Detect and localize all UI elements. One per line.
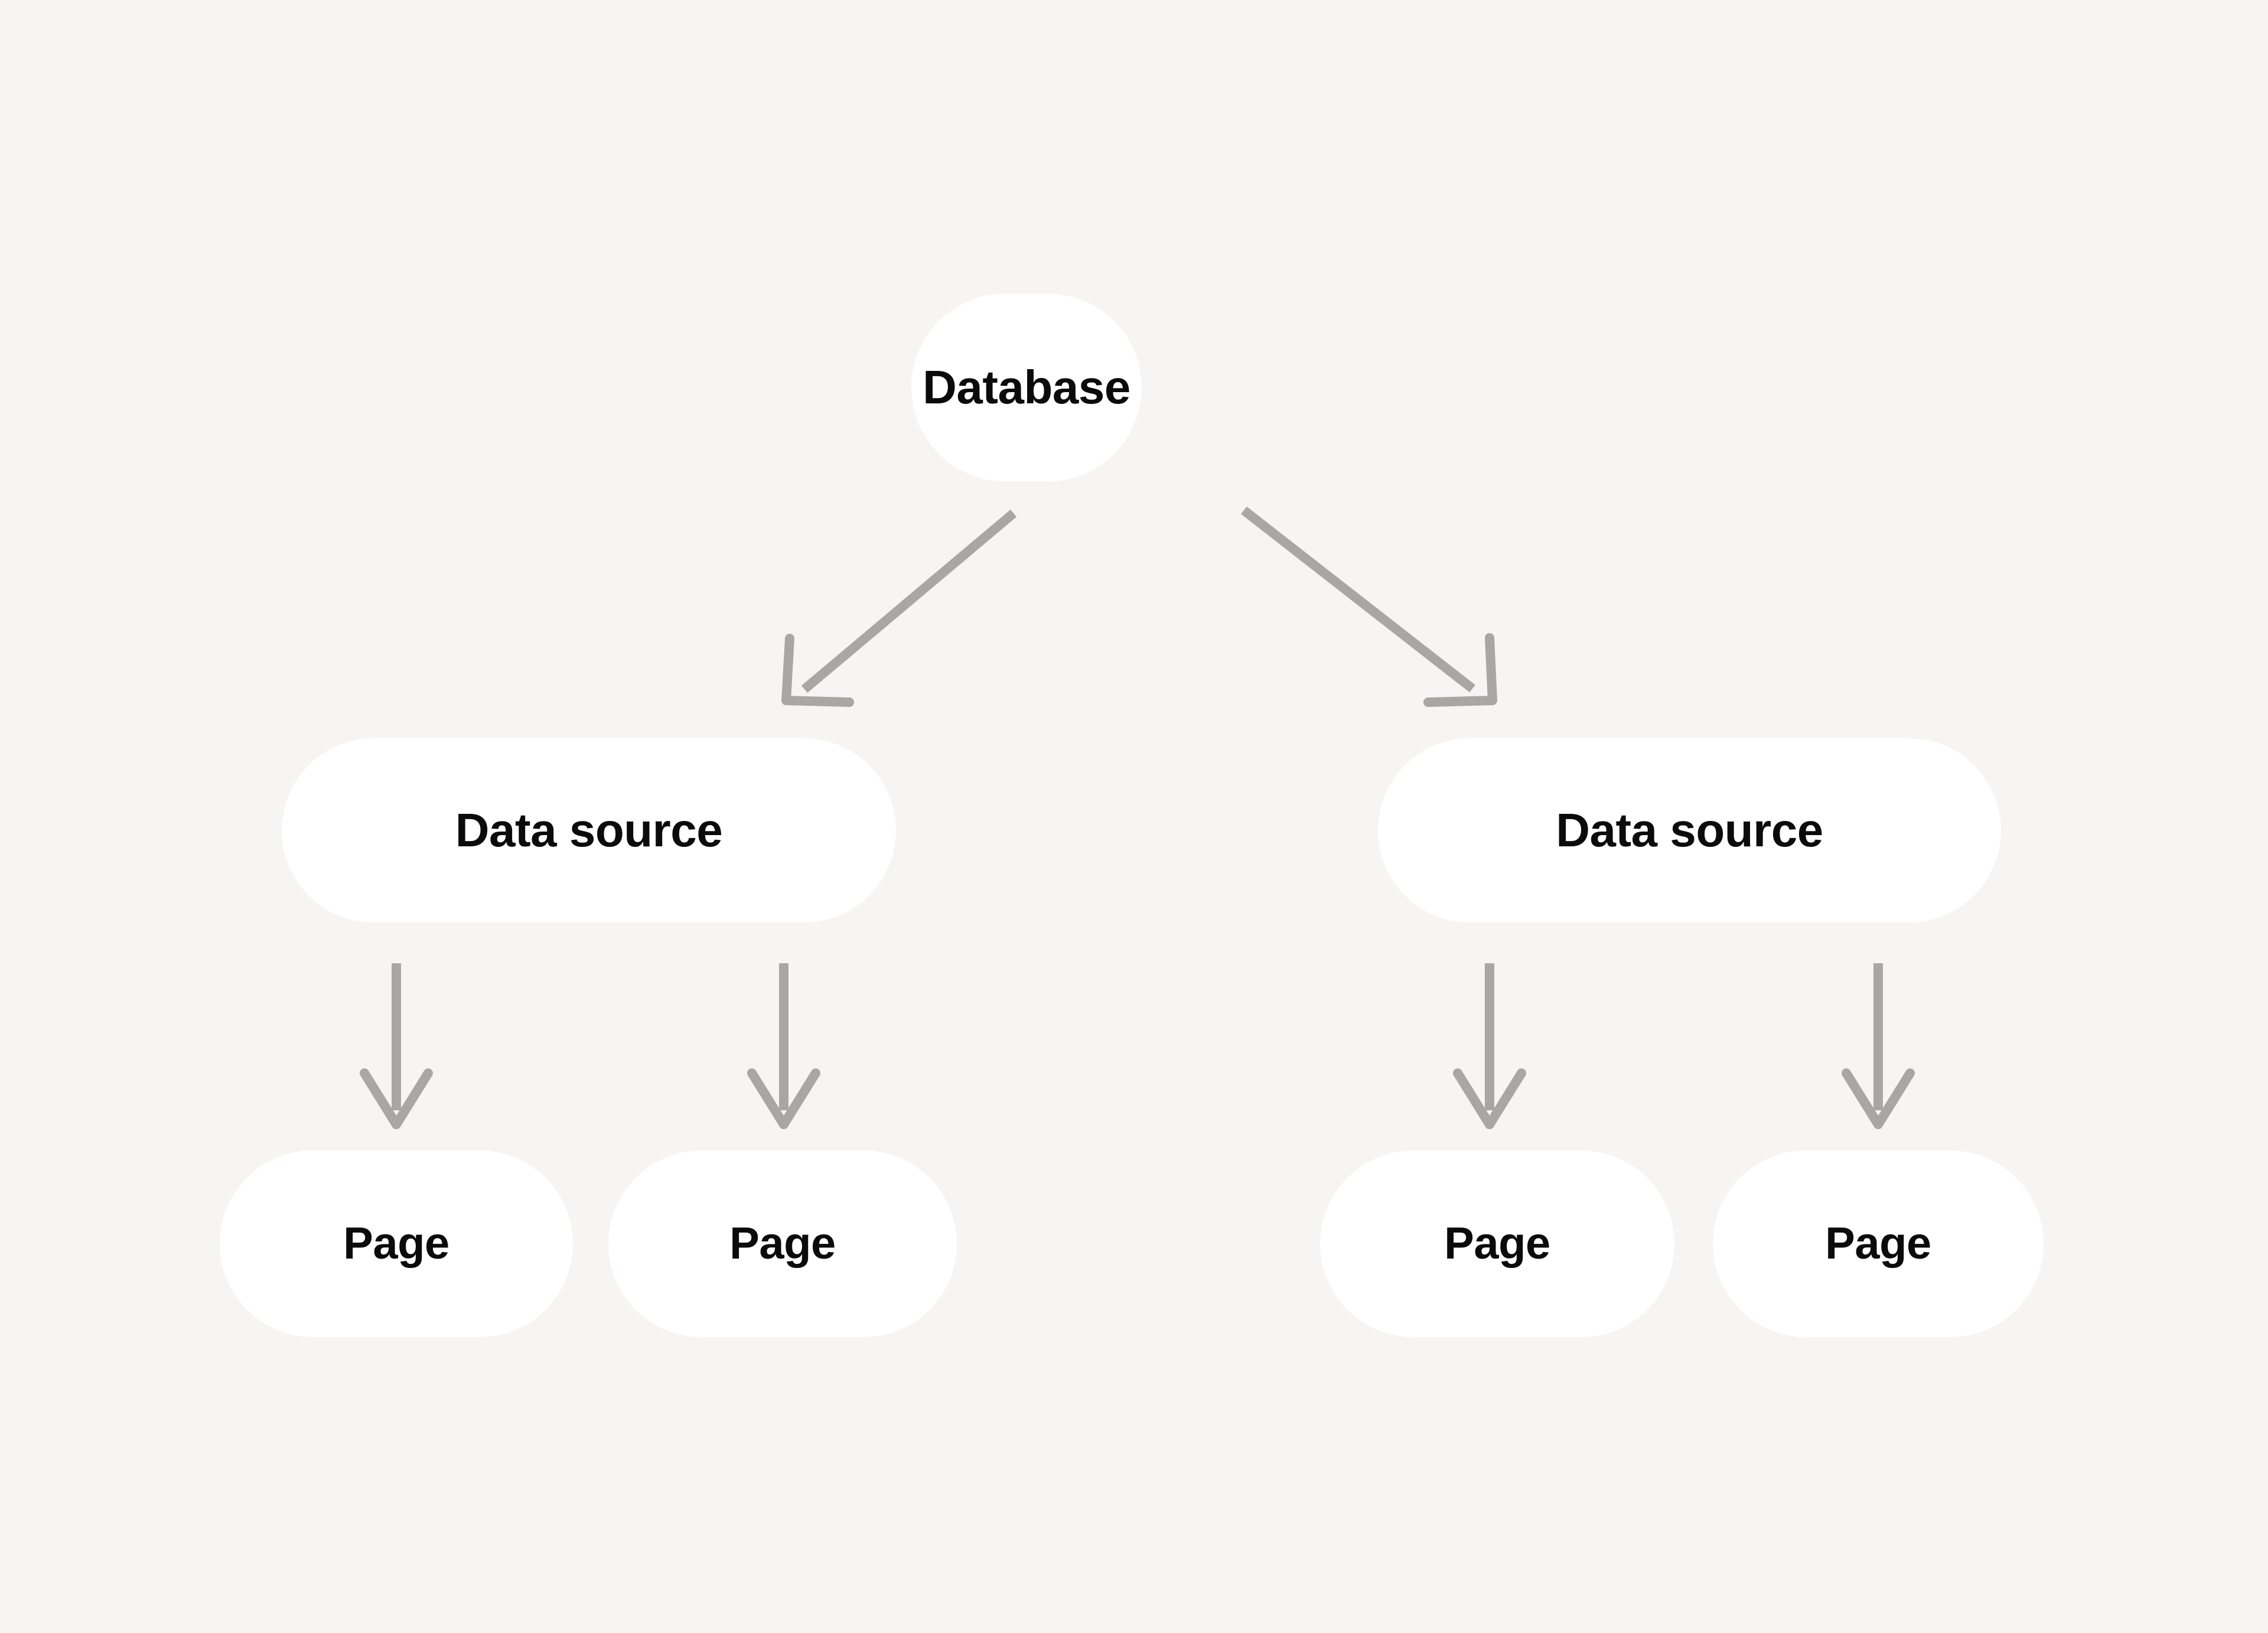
edge-database-to-datasource-1 [781, 509, 1017, 707]
edge-datasource-2-to-page-4 [1842, 963, 1915, 1129]
node-data-source-1-label: Data source [455, 804, 723, 856]
node-page-1[interactable]: Page [220, 1150, 573, 1337]
node-page-4-label: Page [1825, 1218, 1931, 1269]
node-page-3-label: Page [1444, 1218, 1550, 1269]
node-page-1-label: Page [343, 1218, 449, 1269]
node-page-2[interactable]: Page [608, 1150, 957, 1337]
node-page-4[interactable]: Page [1713, 1150, 2044, 1337]
edge-database-to-datasource-2 [1241, 506, 1497, 707]
node-data-source-2-label: Data source [1556, 804, 1823, 856]
node-database-label: Database [923, 361, 1130, 413]
node-data-source-1[interactable]: Data source [282, 738, 896, 923]
edge-datasource-1-to-page-1 [360, 963, 433, 1129]
edge-datasource-1-to-page-2 [747, 963, 820, 1129]
node-page-3[interactable]: Page [1320, 1150, 1674, 1337]
node-database[interactable]: Database [911, 294, 1142, 481]
node-data-source-2[interactable]: Data source [1378, 738, 2001, 923]
edge-datasource-2-to-page-3 [1453, 963, 1526, 1129]
node-page-2-label: Page [729, 1218, 836, 1269]
